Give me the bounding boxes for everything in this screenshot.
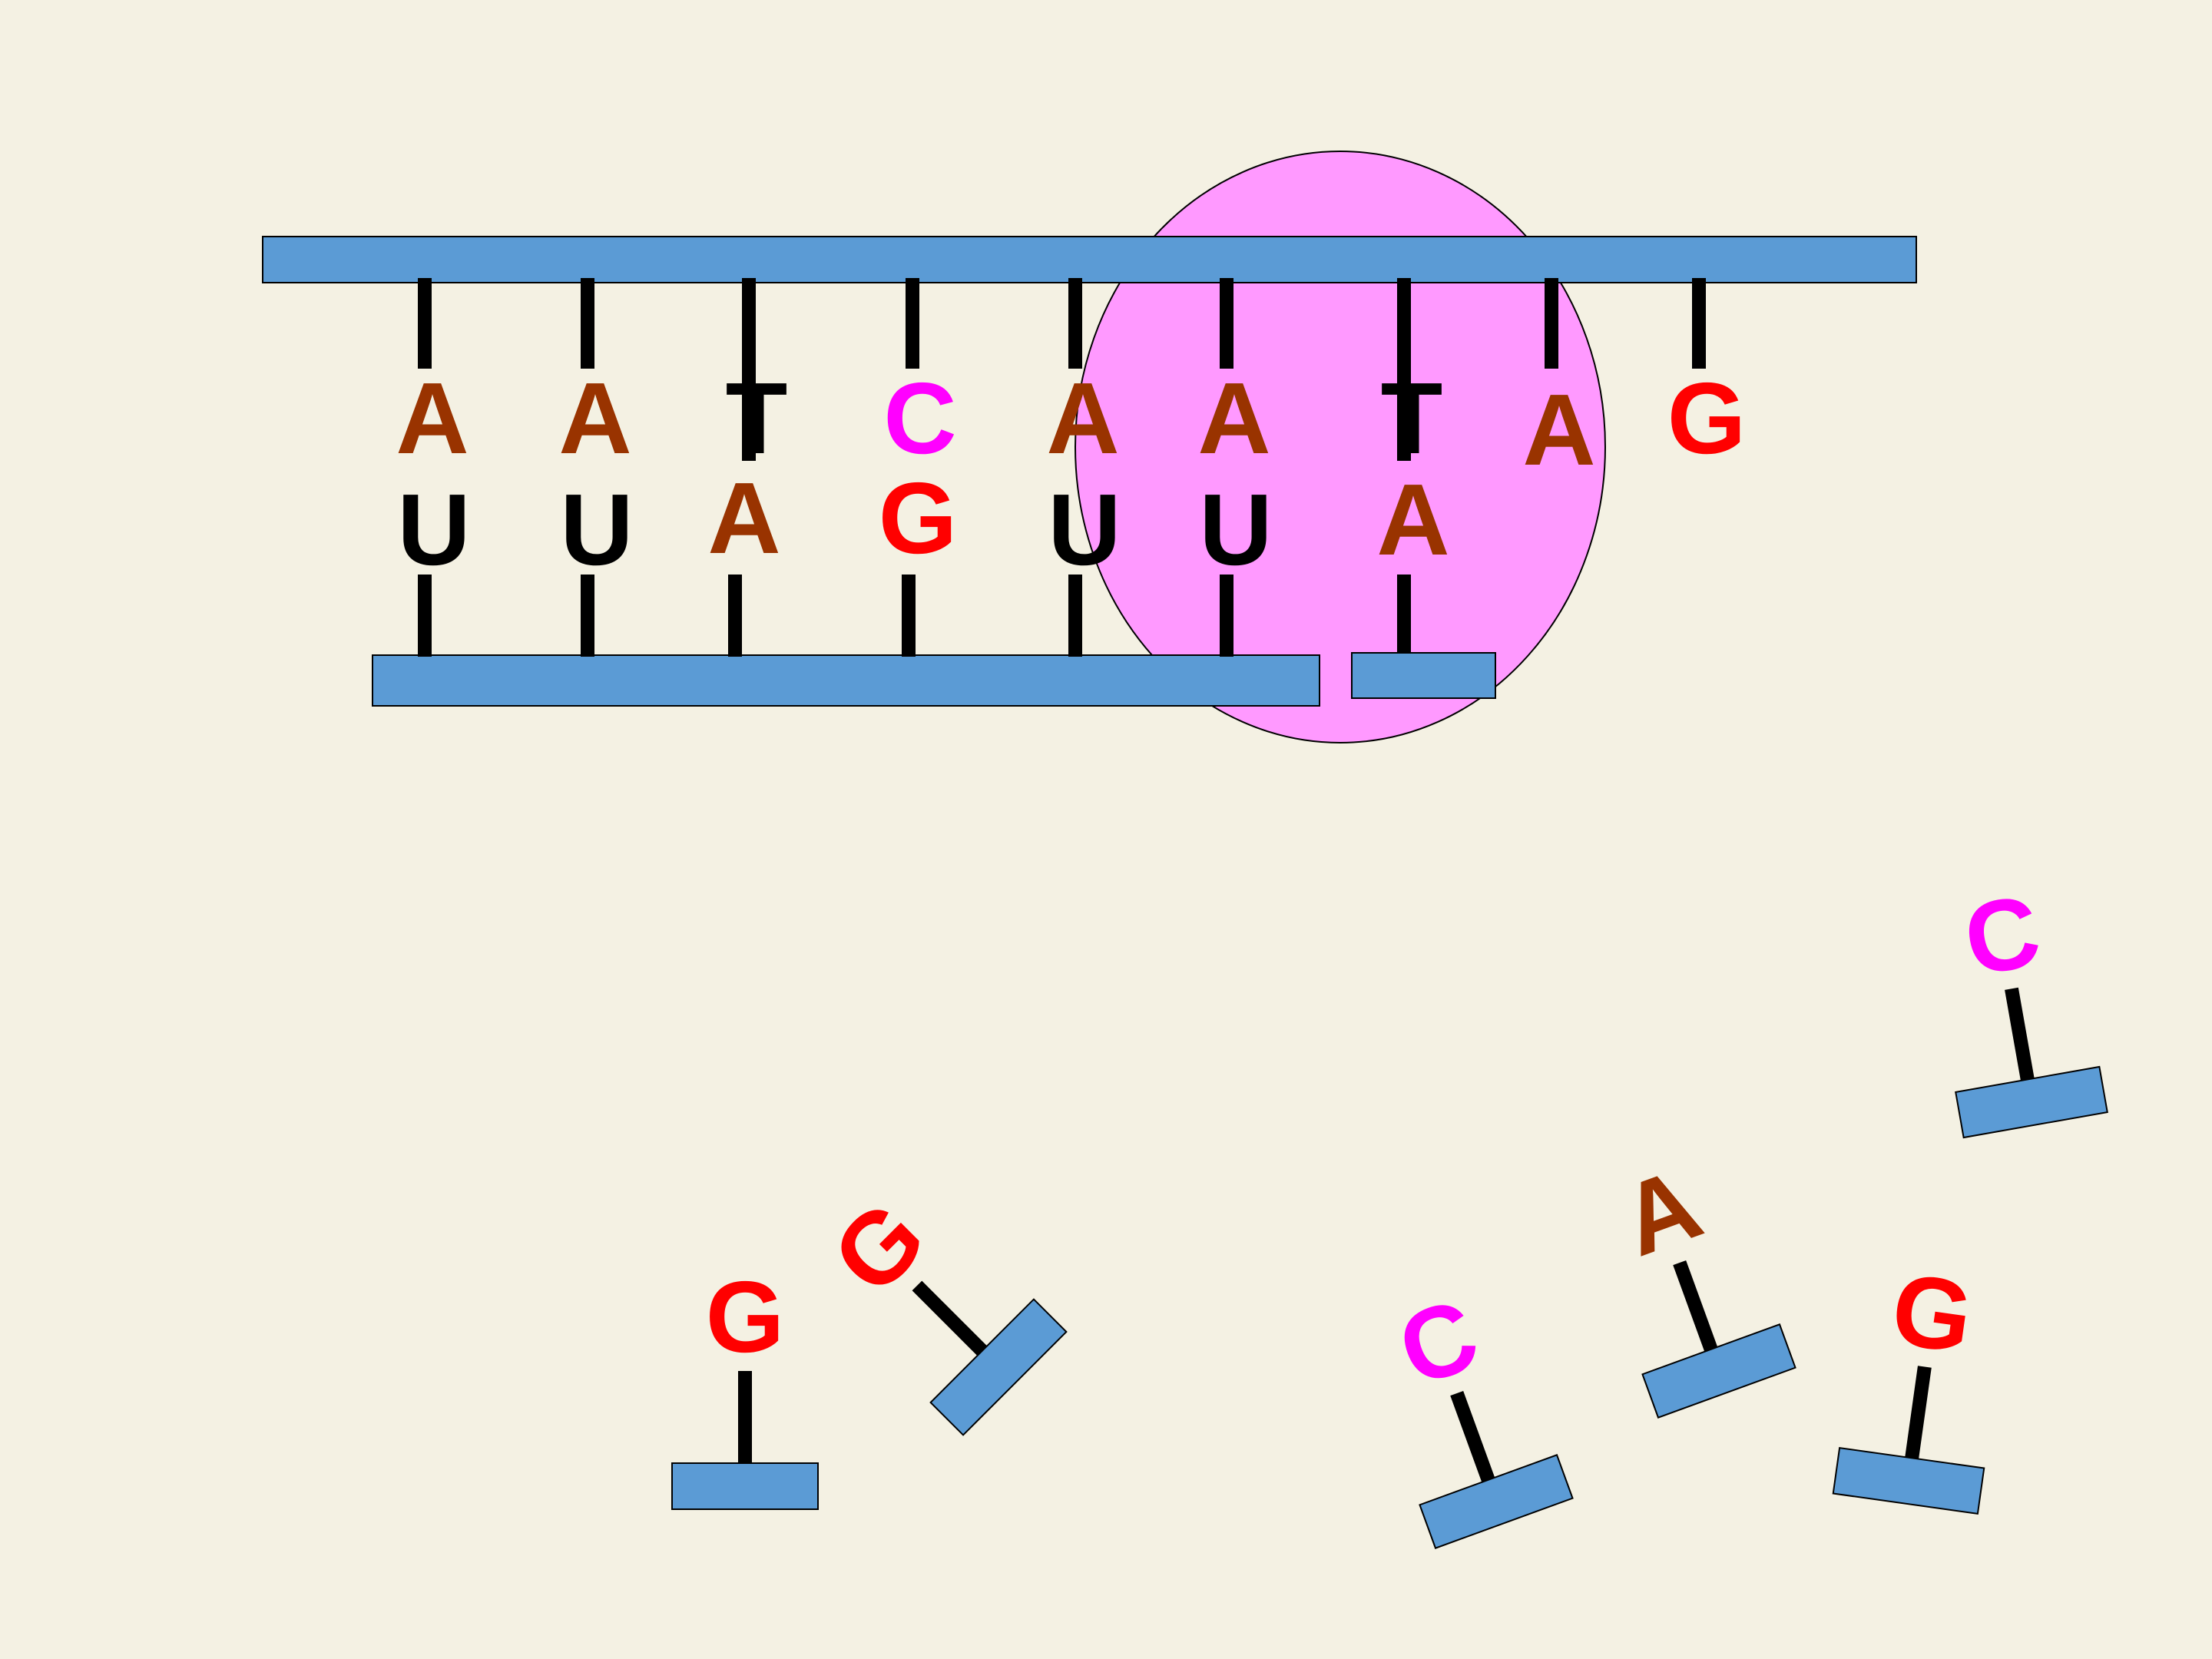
new-base-a: A xyxy=(1376,463,1449,576)
template-strand-backbone xyxy=(262,236,1917,283)
template-base-t: T xyxy=(1381,362,1443,475)
free-nucleotide-g: G xyxy=(1832,1252,1985,1515)
new-base-g: G xyxy=(879,462,958,575)
new-base-u: U xyxy=(397,473,470,586)
free-nucleotide-bond xyxy=(2005,987,2035,1081)
free-nucleotide-backbone xyxy=(671,1462,819,1510)
new-base-u: U xyxy=(560,473,633,586)
free-nucleotide-backbone xyxy=(1832,1446,1985,1515)
template-base-t: T xyxy=(726,362,788,475)
new-base-a: A xyxy=(707,462,780,575)
new-base-u: U xyxy=(1048,473,1121,586)
new-strand-bonds xyxy=(418,575,1411,657)
free-base-g: G xyxy=(706,1260,785,1373)
template-base-c: C xyxy=(883,362,956,475)
template-base-a: A xyxy=(1522,373,1595,486)
free-nucleotide-backbone xyxy=(1641,1323,1796,1419)
free-nucleotide-bond xyxy=(1905,1366,1932,1459)
free-nucleotide-bond xyxy=(1673,1260,1718,1352)
template-base-a: A xyxy=(1197,362,1270,475)
template-bonds xyxy=(418,278,1706,461)
new-strand-backbone xyxy=(372,654,1320,707)
free-nucleotide-bond xyxy=(912,1280,988,1356)
template-base-a: A xyxy=(396,362,469,475)
free-nucleotide-backbone xyxy=(1955,1065,2108,1139)
template-base-a: A xyxy=(1046,362,1119,475)
free-base-g: G xyxy=(1886,1252,1979,1375)
template-base-a: A xyxy=(558,362,631,475)
incoming-nucleotide-backbone xyxy=(1351,652,1496,699)
template-base-g: G xyxy=(1667,362,1747,475)
free-nucleotide-bond xyxy=(1450,1390,1495,1482)
free-nucleotide-g: G xyxy=(671,1260,819,1510)
rna-polymerase-enzyme xyxy=(1075,151,1606,743)
new-base-u: U xyxy=(1199,473,1272,586)
